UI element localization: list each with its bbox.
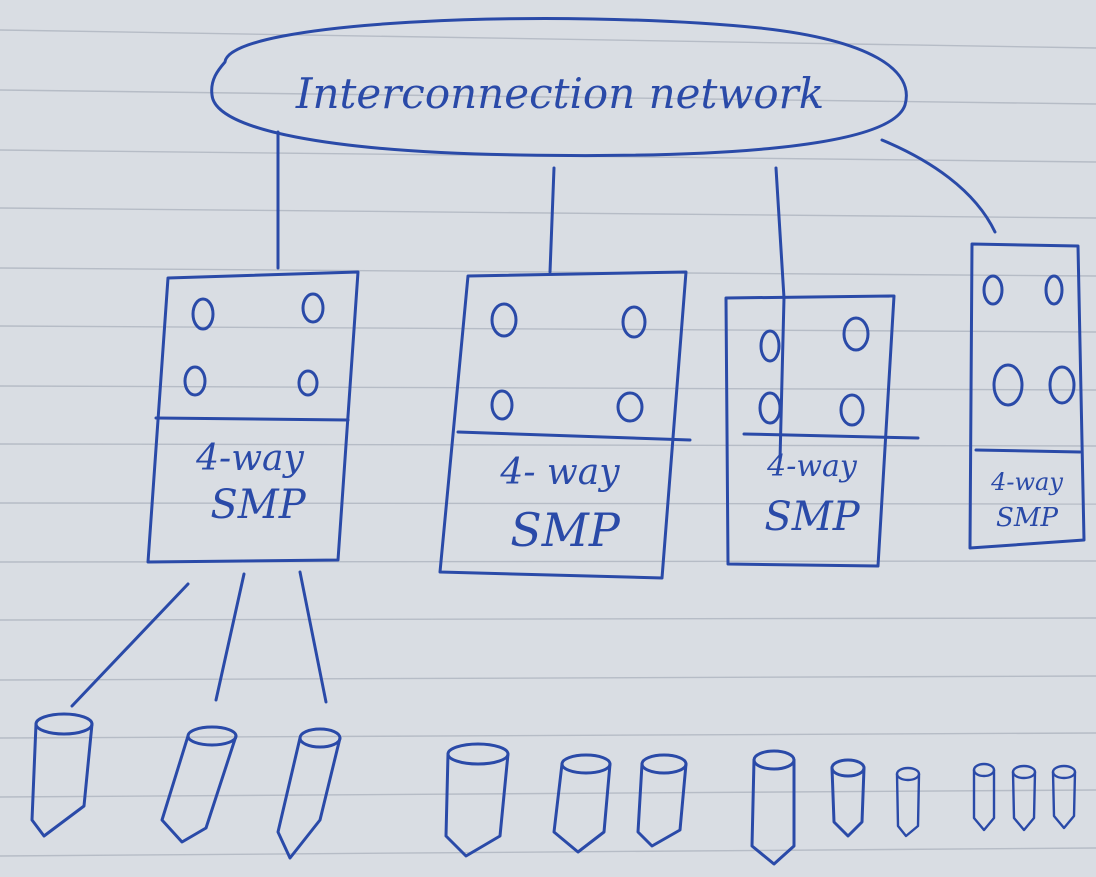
disk-icon bbox=[750, 749, 796, 866]
disk-icon bbox=[972, 762, 996, 832]
node-2-box bbox=[438, 270, 688, 580]
smp-node-4: 4-way SMP bbox=[968, 242, 1086, 550]
disk-link bbox=[214, 572, 246, 702]
processor-circle-icon bbox=[621, 305, 647, 339]
disk-icon bbox=[160, 725, 238, 844]
disk-icon bbox=[276, 727, 342, 860]
disk-icon bbox=[1011, 764, 1037, 832]
node-3-label-line2: SMP bbox=[764, 494, 860, 540]
disk-link bbox=[70, 582, 190, 708]
processor-circle-icon bbox=[183, 365, 207, 397]
node-4-label-line2: SMP bbox=[996, 503, 1058, 533]
disk-icon bbox=[444, 742, 510, 858]
disk-link bbox=[298, 570, 328, 704]
paper-rule-lines bbox=[0, 29, 1096, 857]
disk-icon bbox=[552, 753, 612, 854]
disk-icon bbox=[1051, 764, 1077, 830]
link-node-4 bbox=[880, 138, 997, 234]
node-3-box bbox=[724, 294, 896, 568]
processor-circle-icon bbox=[490, 389, 514, 421]
disk-icon bbox=[30, 712, 94, 838]
processor-circle-icon bbox=[191, 297, 215, 331]
network-ellipse bbox=[210, 17, 908, 158]
processor-circle-icon bbox=[758, 391, 782, 425]
processor-circle-icon bbox=[1044, 274, 1064, 306]
node-1-label-line2: SMP bbox=[210, 482, 306, 528]
node-1-disk-links bbox=[70, 570, 328, 708]
processor-circle-icon bbox=[616, 391, 644, 423]
network-label: Interconnection network bbox=[295, 69, 824, 118]
node-4-divider bbox=[974, 448, 1082, 454]
processor-circle-icon bbox=[1048, 365, 1076, 405]
processor-circle-icon bbox=[992, 363, 1024, 407]
processor-circle-icon bbox=[301, 292, 325, 324]
disk-row bbox=[30, 712, 1077, 866]
processor-circle-icon bbox=[297, 369, 319, 397]
smp-node-3: 4-way SMP bbox=[724, 294, 920, 568]
smp-node-2: 4- way SMP bbox=[438, 270, 692, 580]
disk-icon bbox=[895, 766, 921, 838]
processor-circle-icon bbox=[759, 329, 781, 363]
processor-circle-icon bbox=[982, 274, 1004, 306]
node-4-label-line1: 4-way bbox=[990, 468, 1063, 496]
disk-icon bbox=[636, 753, 688, 848]
disk-icon bbox=[830, 758, 866, 838]
interconnection-network: Interconnection network bbox=[210, 17, 908, 158]
processor-circle-icon bbox=[842, 316, 870, 352]
node-1-divider bbox=[154, 416, 350, 422]
node-4-box bbox=[968, 242, 1086, 550]
node-2-divider bbox=[456, 430, 692, 442]
node-2-label-line2: SMP bbox=[510, 503, 621, 557]
processor-circle-icon bbox=[490, 302, 518, 338]
smp-node-1: 4-way SMP bbox=[146, 270, 360, 564]
node-1-box bbox=[146, 270, 360, 564]
link-node-2 bbox=[548, 166, 556, 274]
node-1-label-line1: 4-way bbox=[195, 438, 304, 479]
node-3-divider bbox=[742, 432, 920, 440]
node-3-label-line1: 4-way bbox=[766, 449, 858, 484]
node-2-label-line1: 4- way bbox=[499, 452, 620, 493]
processor-circle-icon bbox=[839, 393, 865, 427]
